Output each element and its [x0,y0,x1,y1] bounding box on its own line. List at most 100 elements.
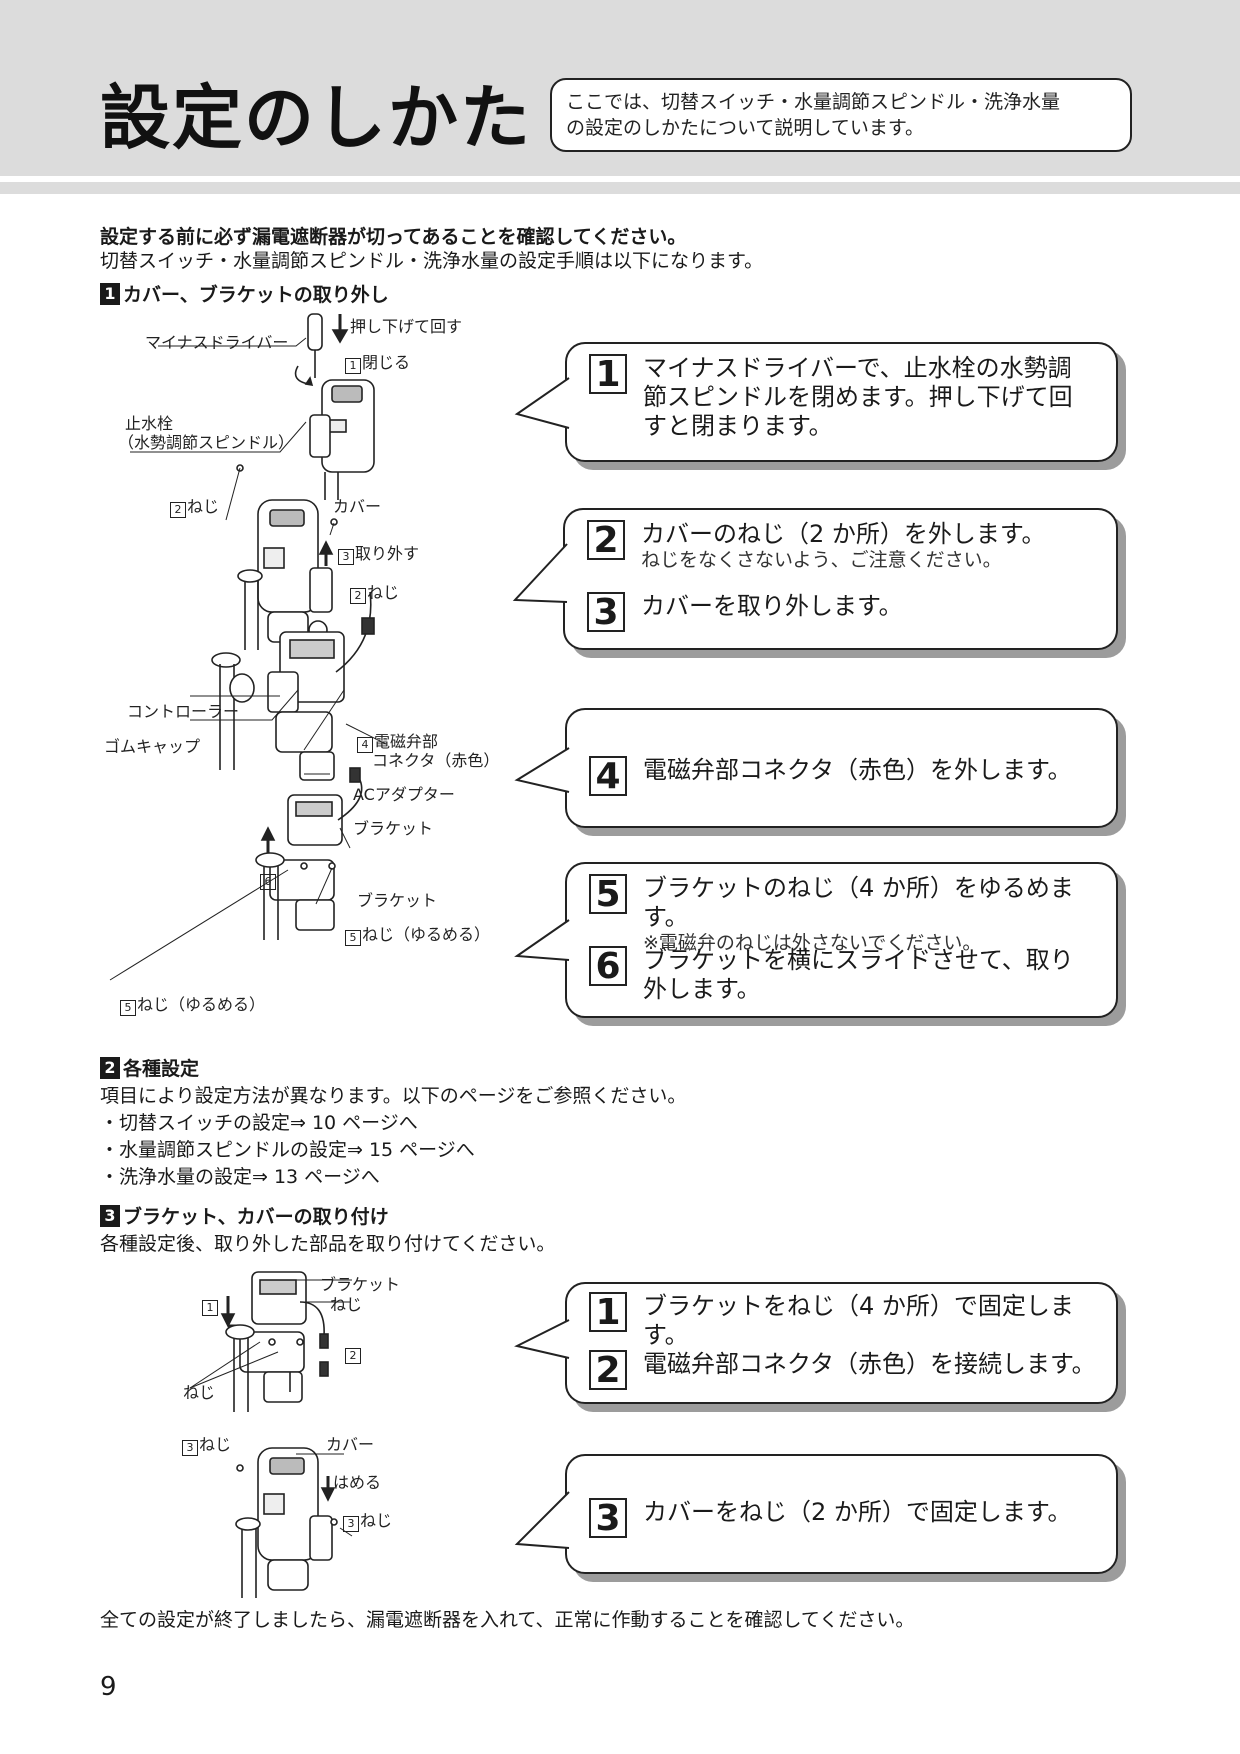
page-title: 設定のしかた [100,77,532,159]
step-2-text: カバーのねじ（2 か所）を外します。 [641,520,1046,548]
lead-text: 切替スイッチ・水量調節スピンドル・洗浄水量の設定手順は以下になります。 [100,250,764,272]
callout-tail [514,1319,570,1359]
setting-link-flush: ・洗浄水量の設定⇒ 13 ページへ [100,1166,380,1188]
header-rule-lower [0,182,1240,194]
step-6: 6 ブラケットを横にスライドさせて、取り 外します。 [589,946,1074,1004]
callout-tail [514,377,570,429]
label-cover: カバー [333,497,382,516]
label-install-bracket: ブラケット [320,1275,401,1294]
install-step-1-number: 1 [589,1292,627,1332]
label-install-screw-left: ねじ [183,1383,216,1402]
page-number: 9 [100,1672,117,1702]
step-4-text: 電磁弁部コネクタ（赤色）を外します。 [643,756,1072,784]
callout-install-3: 3 カバーをねじ（2 か所）で固定します。 [514,1454,1126,1582]
step-5: 5 ブラケットのねじ（4 か所）をゆるめます。 ※電磁弁のねじは外さないでくださ… [589,874,1118,954]
section-2-body: 項目により設定方法が異なります。以下のページをご参照ください。 ・切替スイッチの… [100,1083,686,1191]
intro-line-2: の設定のしかたについて説明しています。 [566,117,924,139]
step-4-number: 4 [589,756,627,796]
callout-step-1: 1 マイナスドライバーで、止水栓の水勢調 節スピンドルを閉めます。押し下げて回 … [514,342,1126,470]
callout-steps-2-3: 2 カバーのねじ（2 か所）を外します。 ねじをなくさないよう、ご注意ください。… [512,508,1126,658]
step-6-number: 6 [589,946,627,986]
label-valve-2: （水勢調節スピンドル） [118,433,295,452]
label-push: 押し下げて回す [350,317,463,336]
step-3-number: 3 [587,592,625,632]
section-2-text: 項目により設定方法が異なります。以下のページをご参照ください。 [100,1085,687,1107]
section-3-heading: 3 ブラケット、カバーの取り付け [100,1202,389,1229]
section-3-number: 3 [100,1204,120,1227]
section-1-heading: 1 カバー、ブラケットの取り外し [100,280,389,307]
callout-tail [512,543,568,603]
step-2: 2 カバーのねじ（2 か所）を外します。 ねじをなくさないよう、ご注意ください。 [587,520,1046,571]
step-4: 4 電磁弁部コネクタ（赤色）を外します。 [589,756,1072,796]
section-2-title: 各種設定 [123,1058,200,1080]
section-2-number: 2 [100,1056,120,1079]
section-1-number: 1 [100,282,120,305]
intro-line-1: ここでは、切替スイッチ・水量調節スピンドル・洗浄水量 [566,91,1061,113]
label-ac-adapter: ACアダプター [353,785,455,804]
callout-tail [514,919,570,961]
section-3-text: 各種設定後、取り外した部品を取り付けてください。 [100,1233,556,1255]
step-1-line-3: すと閉まります。 [643,412,833,440]
header-rule [0,176,1240,182]
install-step-3-text: カバーをねじ（2 か所）で固定します。 [643,1498,1072,1526]
warning-text: 設定する前に必ず漏電遮断器が切ってあることを確認してください。 [100,226,687,248]
step-1: 1 マイナスドライバーで、止水栓の水勢調 節スピンドルを閉めます。押し下げて回 … [589,354,1073,441]
install-step-1-text: ブラケットをねじ（4 か所）で固定します。 [643,1292,1074,1349]
label-install-1: 1 [202,1296,219,1316]
label-rubber-cap: ゴムキャップ [104,737,201,756]
label-install-2: 2 [345,1344,362,1364]
step-2-number: 2 [587,520,625,560]
step-5-sub: ※電磁弁のねじは外さないでください。 [643,932,982,954]
step-1-line-2: 節スピンドルを閉めます。押し下げて回 [643,383,1073,411]
label-install-fit: はめる [333,1473,382,1492]
install-step-2: 2 電磁弁部コネクタ（赤色）を接続します。 [589,1350,1096,1390]
callout-install-1-2: 1 ブラケットをねじ（4 か所）で固定します。 2 電磁弁部コネクタ（赤色）を接… [514,1282,1126,1412]
callout-tail [514,747,570,793]
intro-box: ここでは、切替スイッチ・水量調節スピンドル・洗浄水量 の設定のしかたについて説明… [550,78,1132,152]
label-connector-2: コネクタ（赤色） [372,751,500,770]
step-1-line-1: マイナスドライバーで、止水栓の水勢調 [643,354,1072,382]
step-5-text: ブラケットのねじ（4 か所）をゆるめます。 [643,874,1074,931]
callout-step-4: 4 電磁弁部コネクタ（赤色）を外します。 [514,708,1126,836]
label-slide: 6 [260,870,277,890]
step-6-line-1: ブラケットを横にスライドさせて、取り [643,946,1074,974]
step-5-number: 5 [589,874,627,914]
section-2-heading: 2 各種設定 [100,1054,199,1081]
label-valve-1: 止水栓 [125,414,174,433]
install-step-3: 3 カバーをねじ（2 か所）で固定します。 [589,1498,1072,1538]
section-3-title: ブラケット、カバーの取り付け [123,1206,389,1228]
step-1-number: 1 [589,354,627,394]
install-step-3-number: 3 [589,1498,627,1538]
install-step-1: 1 ブラケットをねじ（4 か所）で固定します。 [589,1292,1118,1350]
step-3-text: カバーを取り外します。 [641,592,903,620]
setting-link-spindle: ・水量調節スピンドルの設定⇒ 15 ページへ [100,1139,475,1161]
install-step-2-text: 電磁弁部コネクタ（赤色）を接続します。 [643,1350,1096,1378]
install-step-2-number: 2 [589,1350,627,1390]
section-3-illustration [189,1271,353,1598]
step-3: 3 カバーを取り外します。 [587,592,903,632]
final-note: 全ての設定が終了しましたら、漏電遮断器を入れて、正常に作動することを確認してくだ… [100,1609,915,1631]
callout-tail [514,1491,570,1549]
label-bracket-2: ブラケット [357,891,438,910]
step-2-sub: ねじをなくさないよう、ご注意ください。 [641,549,1002,571]
section-1-title: カバー、ブラケットの取り外し [123,284,389,306]
label-install-cover: カバー [326,1435,375,1454]
section-1-illustration [109,313,387,981]
step-6-line-2: 外します。 [643,975,761,1003]
callout-steps-5-6: 5 ブラケットのねじ（4 か所）をゆるめます。 ※電磁弁のねじは外さないでくださ… [514,862,1126,1026]
screwdriver-icon [307,313,323,351]
label-controller: コントローラー [127,702,240,721]
label-driver: マイナスドライバー [145,333,289,352]
setting-link-switch: ・切替スイッチの設定⇒ 10 ページへ [100,1112,418,1134]
label-install-screw-top: ねじ [330,1295,363,1314]
label-bracket-1: ブラケット [353,819,434,838]
